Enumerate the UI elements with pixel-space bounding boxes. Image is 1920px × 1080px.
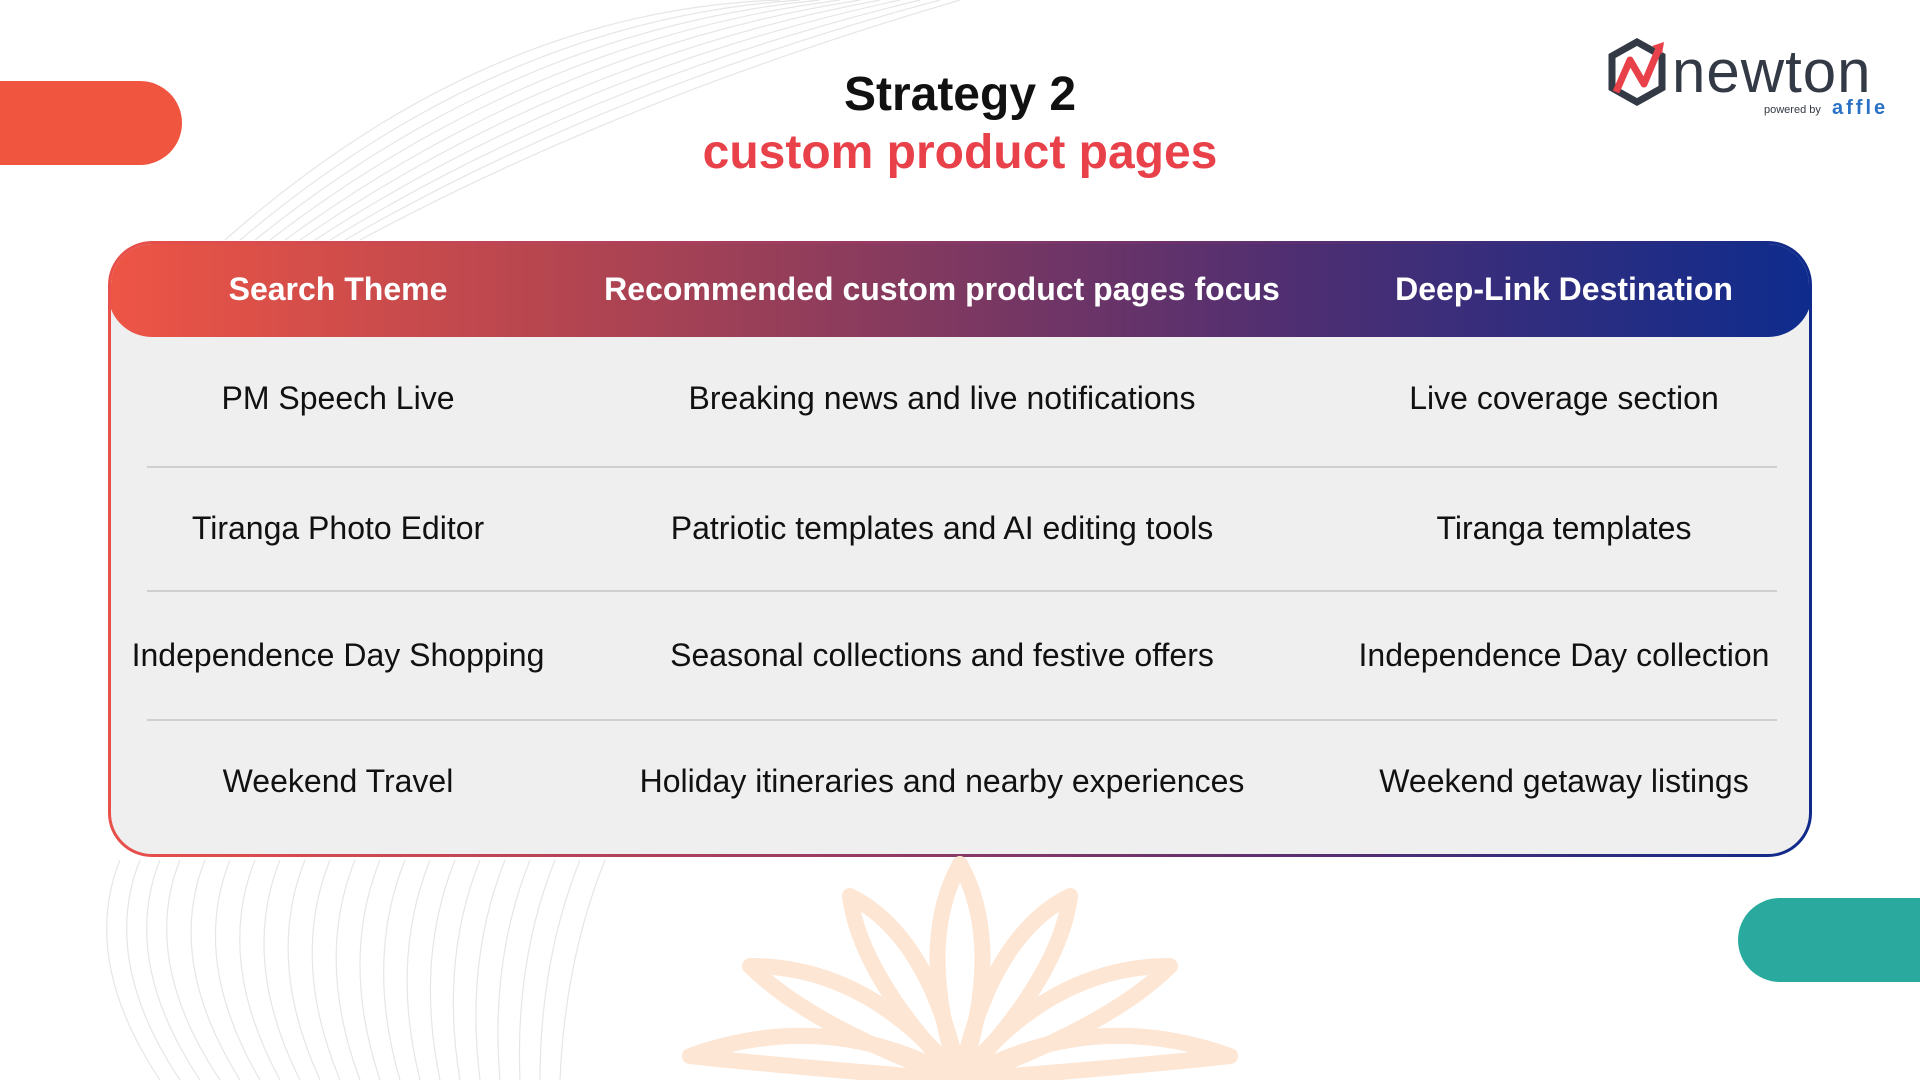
cell-search-theme: Weekend Travel xyxy=(222,762,454,799)
table-row: Weekend Travel Holiday itineraries and n… xyxy=(111,721,1809,841)
cell-recommended-focus: Holiday itineraries and nearby experienc… xyxy=(639,762,1245,799)
cell-search-theme: PM Speech Live xyxy=(221,380,455,416)
table-header: Search Theme Recommended custom product … xyxy=(111,244,1809,337)
row-divider xyxy=(147,719,1777,721)
cell-recommended-focus: Seasonal collections and festive offers xyxy=(670,636,1214,673)
cell-search-theme: Independence Day Shopping xyxy=(131,636,545,673)
table-row: Tiranga Photo Editor Patriotic templates… xyxy=(111,468,1809,589)
logo-affle: affle xyxy=(1832,97,1889,119)
cell-recommended-focus: Patriotic templates and AI editing tools xyxy=(670,510,1214,546)
row-divider xyxy=(147,590,1777,592)
header-deep-link-destination: Deep-Link Destination xyxy=(1395,271,1733,307)
table-row: PM Speech Live Breaking news and live no… xyxy=(111,337,1809,460)
header-recommended-focus: Recommended custom product pages focus xyxy=(604,271,1280,307)
cell-deep-link: Live coverage section xyxy=(1409,380,1719,416)
cell-deep-link: Weekend getaway listings xyxy=(1379,762,1749,799)
cell-deep-link: Tiranga templates xyxy=(1436,510,1692,546)
left-accent-pill xyxy=(0,81,182,165)
title-subtitle: custom product pages xyxy=(702,126,1218,179)
row-divider xyxy=(147,466,1777,468)
table-row: Independence Day Shopping Seasonal colle… xyxy=(111,592,1809,718)
cell-recommended-focus: Breaking news and live notifications xyxy=(688,380,1196,416)
logo-powered-by: powered by xyxy=(1764,104,1821,116)
logo-wordmark: newton xyxy=(1672,38,1872,105)
cell-deep-link: Independence Day collection xyxy=(1358,636,1770,673)
lotus-decoration xyxy=(682,856,1238,1080)
strategy-table: Search Theme Recommended custom product … xyxy=(108,241,1812,857)
title-strategy: Strategy 2 xyxy=(843,68,1077,121)
right-accent-pill xyxy=(1738,898,1920,982)
newton-logo-icon xyxy=(1608,38,1666,106)
header-search-theme: Search Theme xyxy=(228,271,448,307)
cell-search-theme: Tiranga Photo Editor xyxy=(191,510,485,546)
slide-title: Strategy 2 custom product pages xyxy=(0,66,1920,182)
newton-logo: newton powered by affle xyxy=(1606,38,1886,128)
